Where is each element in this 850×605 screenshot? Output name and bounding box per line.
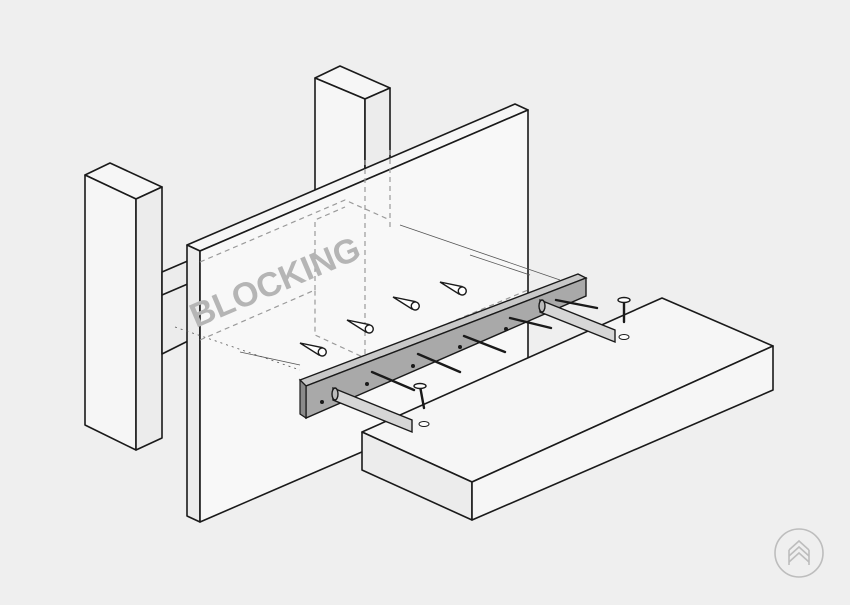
crossbar-edge [161,282,191,296]
shelf-board [361,297,774,521]
left-stud [84,162,163,451]
guide-lines [174,224,561,371]
wall-anchors [299,281,467,357]
floating-shelf-bracket [298,273,588,420]
blocking-crossbar [161,259,191,355]
support-rods [331,298,616,434]
wall-board [186,103,529,523]
bracket-screws [370,296,631,427]
chevron-stack-logo-icon [774,528,824,578]
